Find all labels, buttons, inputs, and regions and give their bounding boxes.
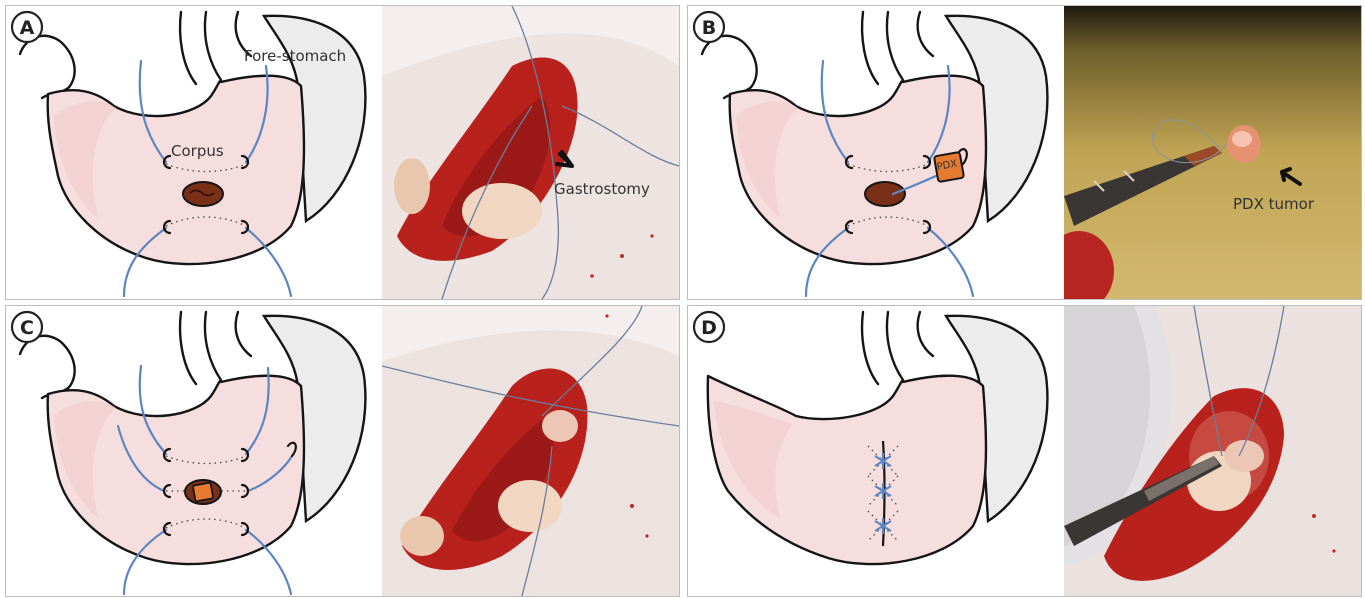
- panel-b: PDX PDX tumor B: [687, 5, 1362, 300]
- panel-a-diagram: Fore-stomach Corpus: [6, 6, 381, 299]
- panel-a-badge: A: [10, 10, 44, 44]
- panel-a: Fore-stomach Corpus Gastrostomy A: [5, 5, 680, 300]
- panel-a-photo: Gastrostomy: [382, 6, 679, 299]
- panel-d-photo: [1064, 306, 1361, 596]
- corpus-label: Corpus: [171, 142, 224, 160]
- panel-c: C: [5, 305, 680, 597]
- svg-text:A: A: [20, 17, 35, 39]
- panel-d-diagram: [688, 306, 1063, 596]
- panel-b-badge: B: [692, 10, 726, 44]
- svg-text:C: C: [20, 317, 34, 339]
- panel-c-diagram: [6, 306, 381, 596]
- panel-c-badge: C: [10, 310, 44, 344]
- panel-c-photo: [382, 306, 679, 596]
- panel-b-diagram: PDX: [688, 6, 1063, 299]
- pdx-tumor-label: PDX tumor: [1233, 195, 1315, 213]
- forestomach-label: Fore-stomach: [244, 47, 346, 65]
- panel-d-badge: D: [692, 310, 726, 344]
- panel-b-photo: PDX tumor: [1064, 6, 1361, 299]
- gastrostomy-label: Gastrostomy: [554, 180, 650, 198]
- panel-d: D: [687, 305, 1362, 597]
- svg-text:B: B: [702, 17, 716, 39]
- svg-text:D: D: [701, 317, 717, 339]
